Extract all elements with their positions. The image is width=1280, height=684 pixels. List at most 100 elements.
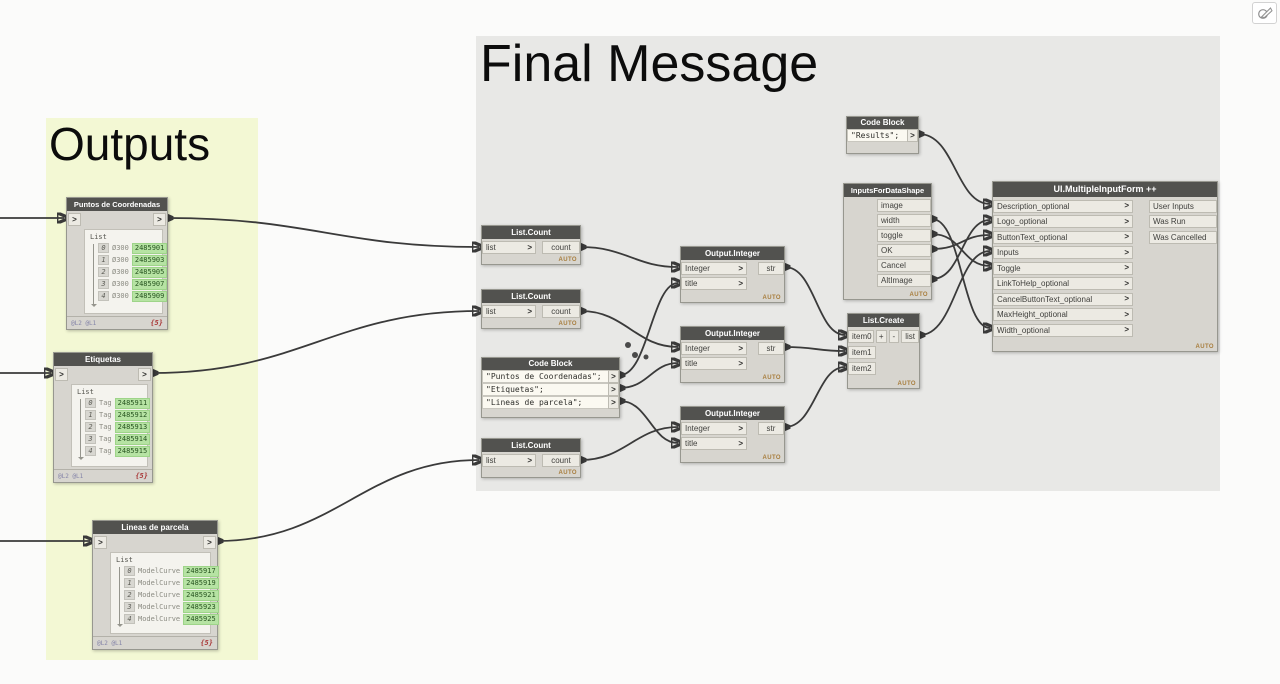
port-logo-optional[interactable]: Logo_optional> [993, 215, 1133, 228]
code-line[interactable]: "Results";> [847, 129, 918, 142]
port-image[interactable]: image [877, 199, 931, 212]
port-title[interactable]: title> [681, 437, 747, 450]
code-text[interactable]: "Lineas de parcela"; [482, 396, 608, 409]
port-arrow-icon: > [157, 214, 162, 224]
port-label: Integer [685, 344, 710, 353]
port-count[interactable]: count [542, 305, 580, 318]
port-toggle[interactable]: toggle [877, 229, 931, 242]
output-port[interactable]: > [203, 536, 216, 549]
port-str[interactable]: str [758, 342, 784, 355]
port-integer[interactable]: Integer> [681, 262, 747, 275]
port-list[interactable]: list> [482, 305, 536, 318]
code-output-port[interactable]: > [608, 396, 619, 409]
port-arrow-icon: > [1124, 309, 1129, 319]
output-port[interactable]: > [138, 368, 151, 381]
port-title[interactable]: title> [681, 357, 747, 370]
port-width[interactable]: width [877, 214, 931, 227]
code-output-port[interactable]: > [608, 383, 619, 396]
node-list-create[interactable]: List.Create item0 + - list item1 item2 A… [847, 313, 920, 389]
output-port[interactable]: > [153, 213, 166, 226]
lacing-label[interactable]: AUTO [1195, 344, 1214, 350]
port-label: Description_optional [997, 201, 1070, 211]
remove-item-button[interactable]: - [888, 330, 900, 343]
node-ui-multipleinputform[interactable]: UI.MultipleInputForm ++ Description_opti… [992, 181, 1218, 352]
node-inputs-for-datashape[interactable]: InputsForDataShape image width toggle OK… [843, 183, 932, 300]
port-cancel[interactable]: Cancel [877, 259, 931, 272]
port-user-inputs[interactable]: User Inputs [1149, 199, 1217, 213]
node-list-count-3[interactable]: List.Count list> count AUTO [481, 438, 581, 478]
node-list-count-2[interactable]: List.Count list> count AUTO [481, 289, 581, 329]
port-arrow-icon: > [1124, 263, 1129, 272]
tree-line [116, 567, 123, 627]
port-str[interactable]: str [758, 262, 784, 275]
input-port[interactable]: > [55, 368, 68, 381]
port-ok[interactable]: OK [877, 244, 931, 257]
port-arrow-icon: > [738, 343, 743, 353]
geometry-view-button[interactable] [1252, 2, 1277, 24]
port-count[interactable]: count [542, 241, 580, 254]
port-list[interactable]: list> [482, 454, 536, 467]
port-linktohelp-optional[interactable]: LinkToHelp_optional> [993, 277, 1133, 290]
lacing-label[interactable]: AUTO [558, 321, 577, 327]
port-was-run[interactable]: Was Run [1149, 215, 1217, 228]
port-item1[interactable]: item1 [848, 346, 876, 359]
lacing-label[interactable]: AUTO [897, 381, 916, 387]
port-maxheight-optional[interactable]: MaxHeight_optional> [993, 308, 1133, 321]
item-type: Tag [99, 447, 112, 455]
port-inputs[interactable]: Inputs> [993, 246, 1133, 259]
port-list[interactable]: list> [482, 241, 536, 254]
lacing-label[interactable]: AUTO [762, 295, 781, 301]
port-count[interactable]: count [542, 454, 580, 467]
lacing-label[interactable]: AUTO [762, 455, 781, 461]
code-text[interactable]: "Puntos de Coordenadas"; [482, 370, 608, 383]
port-was-cancelled[interactable]: Was Cancelled [1149, 230, 1217, 244]
port-cancelbuttontext-optional[interactable]: CancelButtonText_optional> [993, 292, 1133, 306]
node-output-integer-2[interactable]: Output.Integer Integer> str title> AUTO [680, 326, 785, 383]
input-port[interactable]: > [94, 536, 107, 549]
port-label: str [766, 264, 776, 273]
code-line[interactable]: "Puntos de Coordenadas";> [482, 370, 619, 383]
lacing-label[interactable]: AUTO [558, 470, 577, 476]
item-value: 2485915 [114, 445, 151, 457]
node-code-block-titles[interactable]: Code Block "Puntos de Coordenadas";> "Et… [481, 357, 620, 418]
code-text[interactable]: "Results"; [847, 129, 907, 142]
port-item2[interactable]: item2 [848, 362, 876, 375]
code-output-port[interactable]: > [608, 370, 619, 383]
node-list-count-1[interactable]: List.Count list> count AUTO [481, 225, 581, 265]
port-list-out[interactable]: list [901, 330, 919, 343]
add-item-button[interactable]: + [875, 330, 887, 343]
code-output-port[interactable]: > [907, 129, 918, 142]
levels-label: @L2 @L1 [71, 319, 97, 327]
port-integer[interactable]: Integer> [681, 422, 747, 435]
port-arrow-icon: > [1124, 201, 1129, 210]
code-line[interactable]: "Etiquetas";> [482, 383, 619, 396]
node-code-block-results[interactable]: Code Block "Results";> [846, 116, 919, 154]
node-output-integer-3[interactable]: Output.Integer Integer> str title> AUTO [680, 406, 785, 463]
port-description-optional[interactable]: Description_optional > [993, 199, 1133, 213]
code-line[interactable]: "Lineas de parcela";> [482, 396, 619, 409]
port-item0[interactable]: item0 [848, 330, 874, 343]
port-buttontext-optional[interactable]: ButtonText_optional> [993, 230, 1133, 244]
port-integer[interactable]: Integer > [681, 342, 747, 355]
lacing-label[interactable]: AUTO [762, 375, 781, 381]
port-title[interactable]: title> [681, 277, 747, 290]
lacing-label[interactable]: AUTO [909, 292, 928, 298]
port-str[interactable]: str [758, 422, 784, 435]
lacing-label[interactable]: AUTO [558, 257, 577, 263]
port-altimage[interactable]: AltImage [877, 274, 931, 287]
node-output-integer-1[interactable]: Output.Integer Integer> str title> AUTO [680, 246, 785, 303]
index-badge: 2 [124, 590, 135, 600]
input-port[interactable]: > [68, 213, 81, 226]
code-text[interactable]: "Etiquetas"; [482, 383, 608, 396]
port-arrow-icon: > [527, 242, 532, 252]
port-toggle[interactable]: Toggle> [993, 261, 1133, 275]
port-width-optional[interactable]: Width_optional> [993, 323, 1133, 337]
